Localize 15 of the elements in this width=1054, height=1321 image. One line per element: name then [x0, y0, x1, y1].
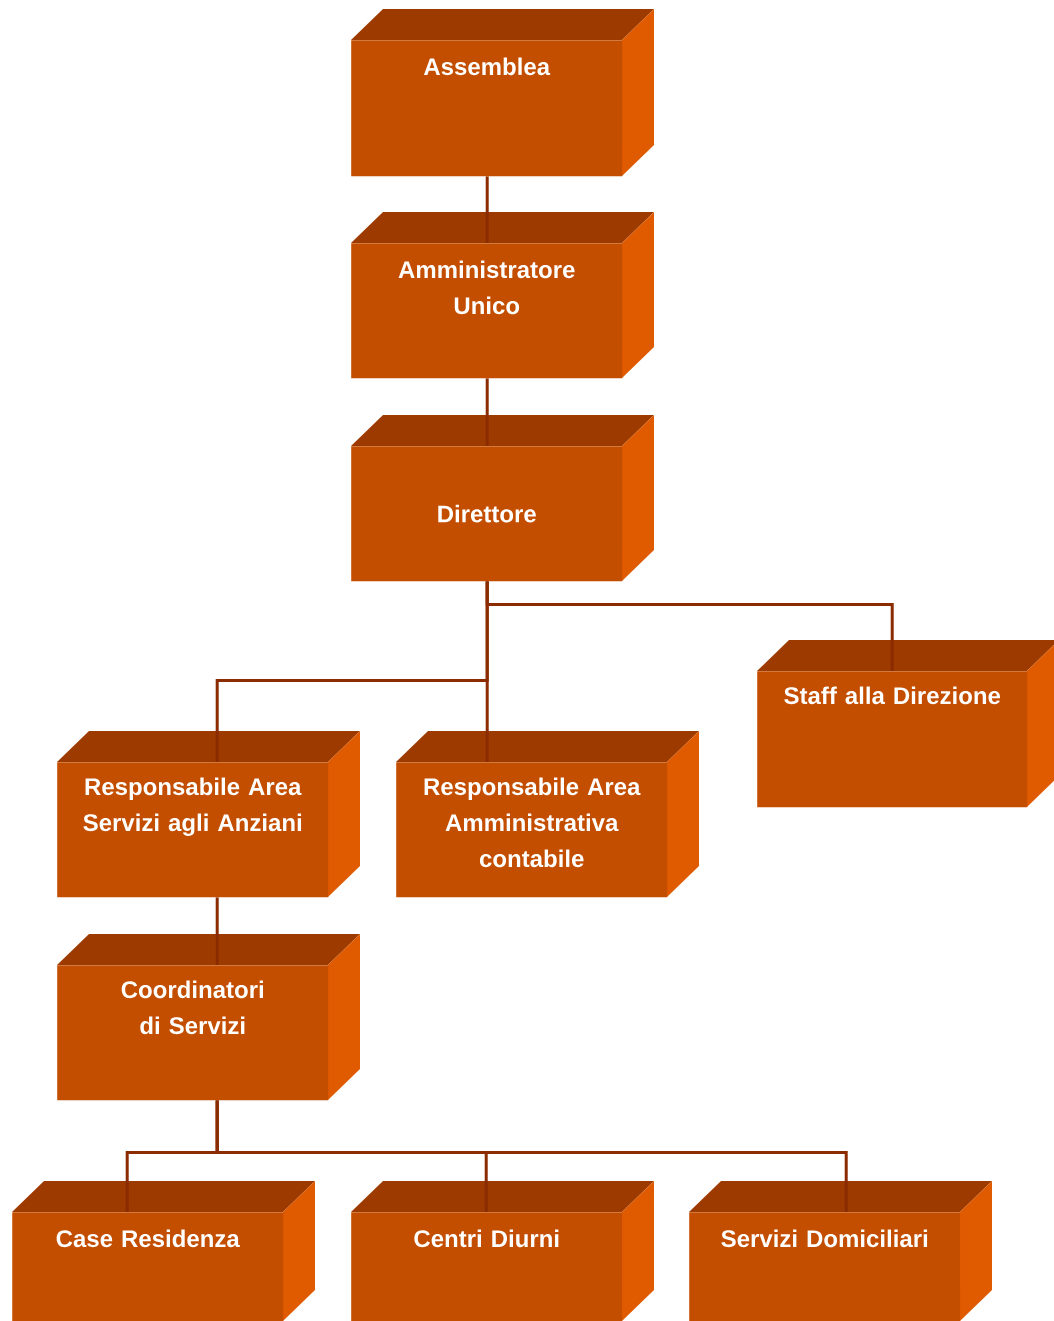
org-box: Centri Diurni [351, 1181, 654, 1321]
connector-line [215, 1100, 848, 1212]
connector-line [485, 176, 489, 243]
connector-line [215, 897, 219, 965]
org-box: Coordinatori di Servizi [57, 934, 360, 1101]
org-box: Responsabile Area Amministrativa contabile [396, 731, 699, 898]
org-box: Direttore [351, 415, 654, 582]
connector-line [485, 581, 489, 762]
org-box: Case Residenza [12, 1181, 315, 1321]
org-box: Staff alla Direzione [757, 640, 1054, 808]
org-box: Assemblea [351, 9, 654, 177]
org-box: Servizi Domiciliari [689, 1181, 992, 1321]
org-box: Amministratore Unico [351, 212, 654, 379]
connector-line [485, 378, 489, 446]
org-box: Responsabile Area Servizi agli Anziani [57, 731, 360, 898]
